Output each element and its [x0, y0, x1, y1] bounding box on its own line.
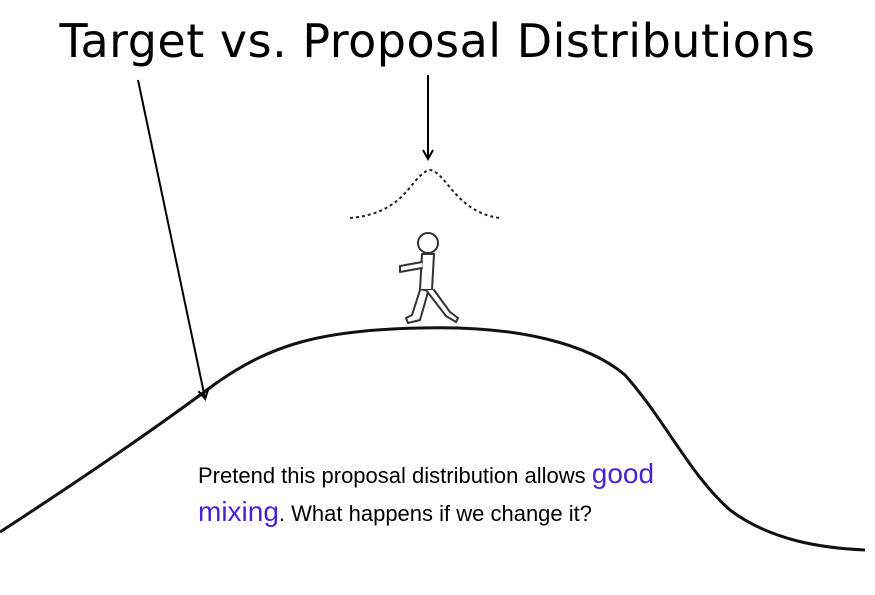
target-distribution-curve — [0, 326, 866, 552]
arrow-to-target — [137, 79, 205, 398]
caption-before: Pretend this proposal distribution allow… — [198, 463, 592, 488]
walking-person-icon — [399, 232, 459, 324]
caption-after: . What happens if we change it? — [278, 501, 593, 526]
proposal-distribution-curve — [349, 168, 501, 219]
diagram-title: Target vs. Proposal Distributions — [59, 14, 816, 68]
caption-highlight: good mixing — [198, 458, 655, 527]
caption-text: Pretend this proposal distribution allow… — [198, 456, 668, 532]
